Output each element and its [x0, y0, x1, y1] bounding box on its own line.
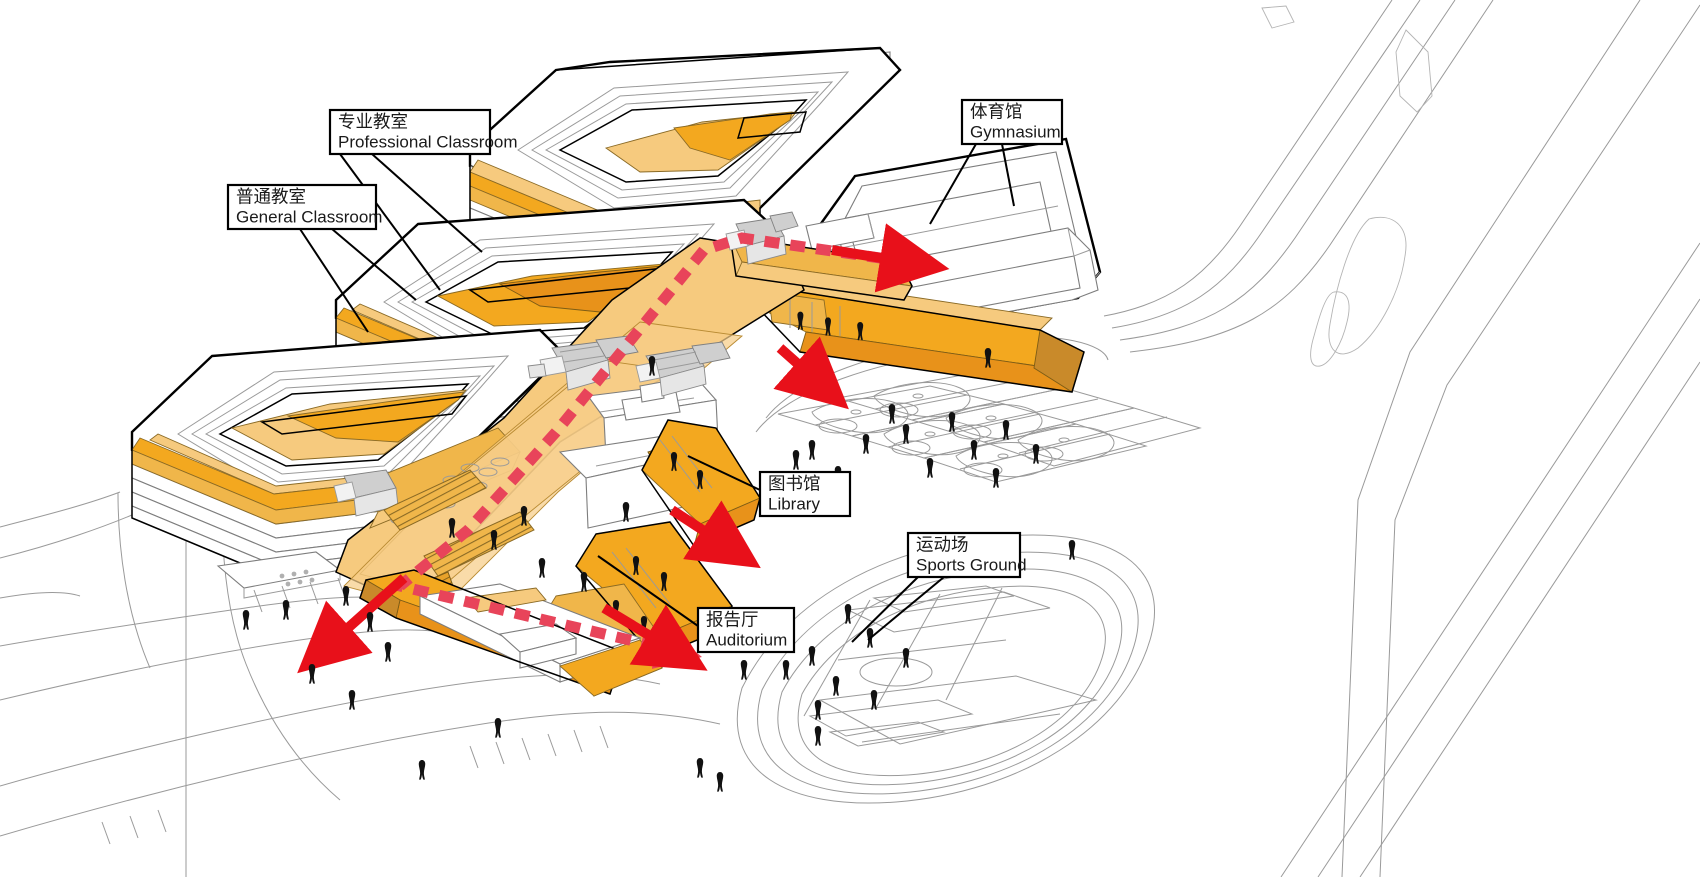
- label-en: Professional Classroom: [338, 132, 518, 151]
- label-en: Gymnasium: [970, 122, 1061, 141]
- gym-arrow: [831, 223, 950, 293]
- label-professional-classroom[interactable]: 专业教室 Professional Classroom: [328, 108, 518, 156]
- west-arrow: [297, 574, 408, 674]
- leader-auditorium: [597, 555, 699, 627]
- label-sports-ground[interactable]: 运动场 Sports Ground: [906, 531, 1027, 579]
- leader-general-2: [331, 228, 417, 301]
- label-en: Auditorium: [706, 630, 787, 649]
- label-auditorium[interactable]: 报告厅 Auditorium: [696, 606, 796, 654]
- stair-cluster-d: [333, 469, 399, 517]
- label-gymnasium[interactable]: 体育馆 Gymnasium: [960, 98, 1064, 146]
- label-cn: 运动场: [916, 535, 969, 555]
- label-cn: 普通教室: [236, 187, 306, 207]
- leader-professional-2: [371, 153, 483, 253]
- label-general-classroom[interactable]: 普通教室 General Classroom: [226, 183, 382, 231]
- leader-general-1: [299, 228, 369, 333]
- label-cn: 报告厅: [706, 610, 759, 630]
- auditorium-building: [359, 569, 663, 697]
- label-en: Library: [768, 494, 820, 513]
- leader-professional-1: [339, 153, 441, 291]
- leader-gym-2: [1001, 143, 1015, 207]
- auditorium-arrow: [601, 603, 708, 671]
- label-leader-lines: [299, 143, 1015, 643]
- entry-arrows: [297, 223, 950, 674]
- leader-library: [687, 455, 761, 491]
- label-library[interactable]: 图书馆 Library: [758, 470, 852, 518]
- leader-gym-1: [929, 143, 977, 225]
- label-en: General Classroom: [236, 207, 382, 226]
- library-arrow: [669, 500, 761, 569]
- label-cn: 专业教室: [338, 112, 408, 132]
- label-cn: 体育馆: [970, 102, 1023, 122]
- label-en: Sports Ground: [916, 555, 1027, 574]
- leader-sports-2: [867, 576, 945, 641]
- label-cn: 图书馆: [768, 474, 821, 494]
- court-arrow: [773, 336, 849, 410]
- leader-sports-1: [851, 576, 919, 643]
